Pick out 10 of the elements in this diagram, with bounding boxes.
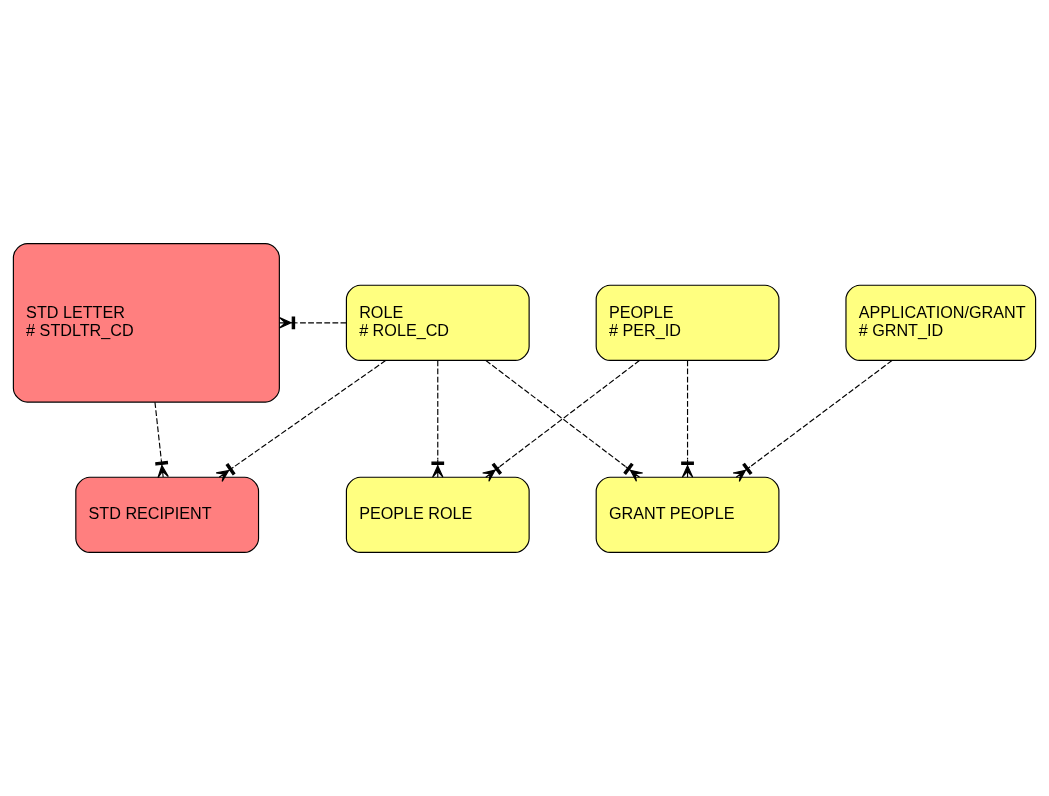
connector — [154, 401, 169, 479]
node-box: PEOPLE # PER_ID — [595, 284, 780, 361]
node-box: GRANT PEOPLE — [595, 476, 780, 553]
node-box: ROLE # ROLE_CD — [345, 284, 530, 361]
node-box: STD LETTER # STDLTR_CD — [12, 243, 280, 403]
connector — [215, 360, 387, 482]
connector — [732, 360, 893, 482]
node-box: PEOPLE ROLE — [345, 476, 530, 553]
node-box: STD RECIPIENT — [75, 476, 260, 553]
node-box: APPLICATION/GRANT # GRNT_ID — [845, 284, 1037, 361]
